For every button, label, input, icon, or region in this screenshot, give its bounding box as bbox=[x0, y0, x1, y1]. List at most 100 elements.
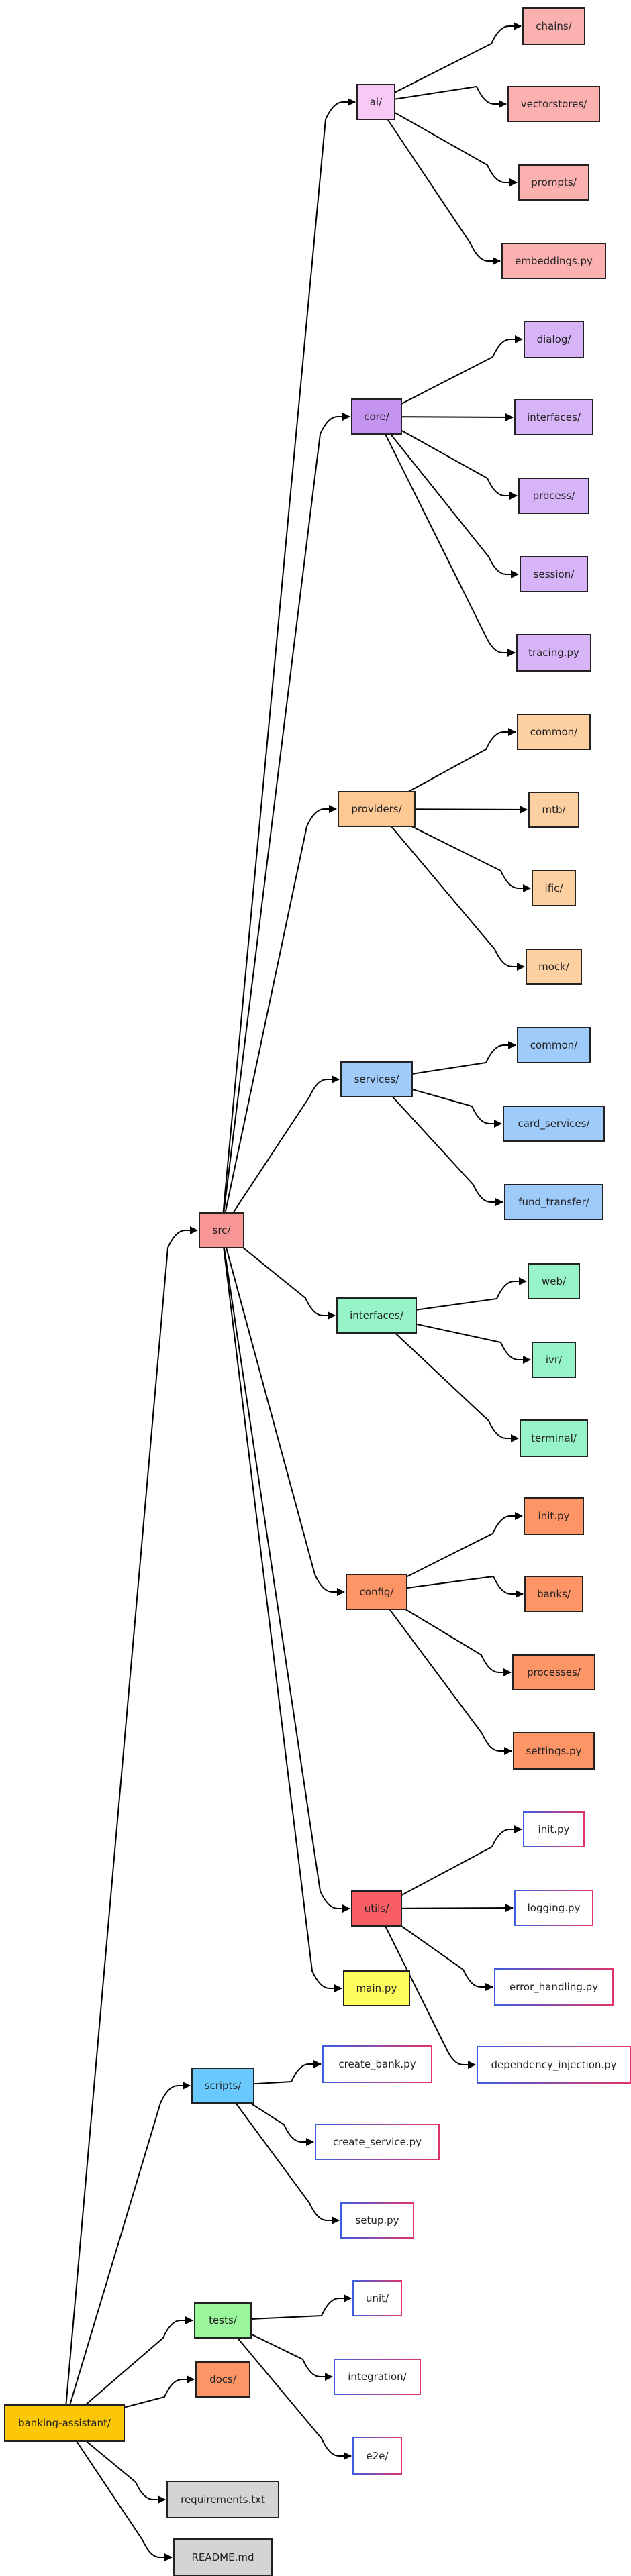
node-label: vectorstores/ bbox=[520, 98, 587, 110]
node-label: common/ bbox=[530, 726, 578, 738]
node-label: services/ bbox=[354, 1073, 399, 1085]
node-label: mtb/ bbox=[542, 804, 566, 816]
edge-providers-to-prov-common bbox=[376, 728, 516, 810]
node-label: interfaces/ bbox=[350, 1309, 403, 1322]
node-embeddings: embeddings.py bbox=[501, 243, 606, 279]
node-label: prompts/ bbox=[531, 176, 577, 189]
node-tests: tests/ bbox=[194, 2302, 252, 2339]
node-chains: chains/ bbox=[522, 7, 585, 45]
edge-root-to-docs bbox=[64, 2375, 195, 2424]
node-label: embeddings.py bbox=[515, 255, 593, 267]
node-label: banks/ bbox=[537, 1588, 571, 1600]
node-processes: processes/ bbox=[512, 1654, 595, 1690]
node-label: tracing.py bbox=[528, 647, 579, 659]
node-label: ai/ bbox=[369, 96, 383, 108]
node-ai: ai/ bbox=[356, 84, 395, 120]
node-label: init.py bbox=[538, 1823, 570, 1835]
edge-src-to-ai bbox=[221, 98, 356, 1231]
node-label: setup.py bbox=[355, 2214, 399, 2226]
edge-services-to-svc-common bbox=[376, 1041, 516, 1080]
node-config: config/ bbox=[346, 1574, 407, 1610]
edge-utils-to-utils-init bbox=[376, 1825, 522, 1909]
node-label: web/ bbox=[541, 1275, 567, 1287]
node-label: unit/ bbox=[365, 2292, 389, 2304]
node-label: card_services/ bbox=[518, 1118, 590, 1130]
edge-scripts-to-create-bank bbox=[222, 2060, 322, 2086]
edge-scripts-to-create-service bbox=[222, 2085, 314, 2146]
edge-root-to-tests bbox=[64, 2316, 193, 2424]
node-label: core/ bbox=[364, 411, 389, 423]
edge-ai-to-vectorstores bbox=[375, 85, 507, 108]
node-logging: logging.py bbox=[514, 1890, 593, 1926]
node-label: logging.py bbox=[527, 1902, 581, 1914]
node-create-service: create_service.py bbox=[315, 2124, 440, 2160]
node-root: banking-assistant/ bbox=[4, 2404, 125, 2442]
node-services: services/ bbox=[340, 1061, 413, 1097]
node-src: src/ bbox=[199, 1212, 244, 1248]
edge-utils-to-error-handling bbox=[376, 1908, 493, 1991]
edge-config-to-settings bbox=[376, 1591, 512, 1755]
edge-tests-to-unit bbox=[222, 2294, 352, 2321]
node-dependency-injection: dependency_injection.py bbox=[477, 2046, 631, 2084]
node-session: session/ bbox=[520, 556, 588, 592]
node-requirements: requirements.txt bbox=[166, 2481, 279, 2518]
node-label: processes/ bbox=[527, 1666, 581, 1678]
node-unit: unit/ bbox=[352, 2280, 402, 2316]
node-create-bank: create_bank.py bbox=[322, 2045, 432, 2083]
edge-core-to-process bbox=[376, 416, 518, 500]
node-label: src/ bbox=[212, 1224, 231, 1236]
node-label: e2e/ bbox=[366, 2450, 389, 2462]
node-label: session/ bbox=[533, 568, 575, 580]
node-label: chains/ bbox=[536, 20, 572, 32]
edge-core-to-dialog bbox=[376, 335, 523, 417]
edge-services-to-card-services bbox=[376, 1079, 502, 1128]
node-label: common/ bbox=[530, 1039, 578, 1051]
node-main: main.py bbox=[343, 1970, 410, 2006]
node-label: utils/ bbox=[364, 1902, 389, 1915]
node-vectorstores: vectorstores/ bbox=[507, 86, 600, 122]
node-readme: README.md bbox=[173, 2538, 273, 2576]
node-providers: providers/ bbox=[338, 791, 416, 827]
edge-config-to-config-init bbox=[376, 1512, 523, 1593]
node-label: create_bank.py bbox=[338, 2058, 416, 2070]
node-label: scripts/ bbox=[204, 2080, 242, 2092]
node-settings: settings.py bbox=[513, 1732, 595, 1770]
node-terminal: terminal/ bbox=[520, 1419, 588, 1457]
edge-src-to-core bbox=[221, 413, 350, 1231]
node-label: init.py bbox=[538, 1510, 570, 1522]
edge-config-to-processes bbox=[376, 1591, 512, 1676]
edge-services-to-fund-transfer bbox=[376, 1079, 503, 1206]
node-label: requirements.txt bbox=[181, 2493, 265, 2506]
edge-src-to-services bbox=[221, 1075, 340, 1231]
node-label: process/ bbox=[532, 490, 575, 502]
node-scripts: scripts/ bbox=[191, 2068, 254, 2104]
edge-core-to-tracing bbox=[376, 416, 516, 657]
node-ific: ific/ bbox=[532, 870, 576, 906]
edge-root-to-src bbox=[64, 1226, 198, 2424]
node-label: dialog/ bbox=[536, 333, 571, 345]
node-utils: utils/ bbox=[351, 1890, 402, 1927]
node-prov-common: common/ bbox=[517, 714, 591, 750]
edge-providers-to-ific bbox=[376, 808, 531, 892]
node-config-init: init.py bbox=[524, 1497, 584, 1535]
node-mtb: mtb/ bbox=[528, 792, 579, 828]
edge-src-to-main bbox=[221, 1230, 342, 1992]
edge-src-to-providers bbox=[221, 805, 337, 1231]
edge-scripts-to-setup bbox=[222, 2085, 340, 2224]
node-label: config/ bbox=[359, 1586, 394, 1598]
edge-providers-to-mock bbox=[376, 808, 525, 971]
edge-root-to-scripts bbox=[64, 2082, 191, 2424]
node-label: dependency_injection.py bbox=[491, 2059, 617, 2071]
node-label: fund_transfer/ bbox=[518, 1196, 589, 1208]
edge-interfaces-to-ivr bbox=[376, 1315, 531, 1364]
edge-tests-to-integration bbox=[222, 2320, 333, 2381]
node-label: main.py bbox=[356, 1982, 397, 1994]
node-interfaces: interfaces/ bbox=[336, 1297, 417, 1334]
node-dialog: dialog/ bbox=[524, 321, 584, 358]
node-prompts: prompts/ bbox=[518, 164, 589, 201]
node-label: integration/ bbox=[348, 2371, 407, 2383]
node-banks: banks/ bbox=[524, 1576, 583, 1612]
node-integration: integration/ bbox=[334, 2359, 421, 2395]
